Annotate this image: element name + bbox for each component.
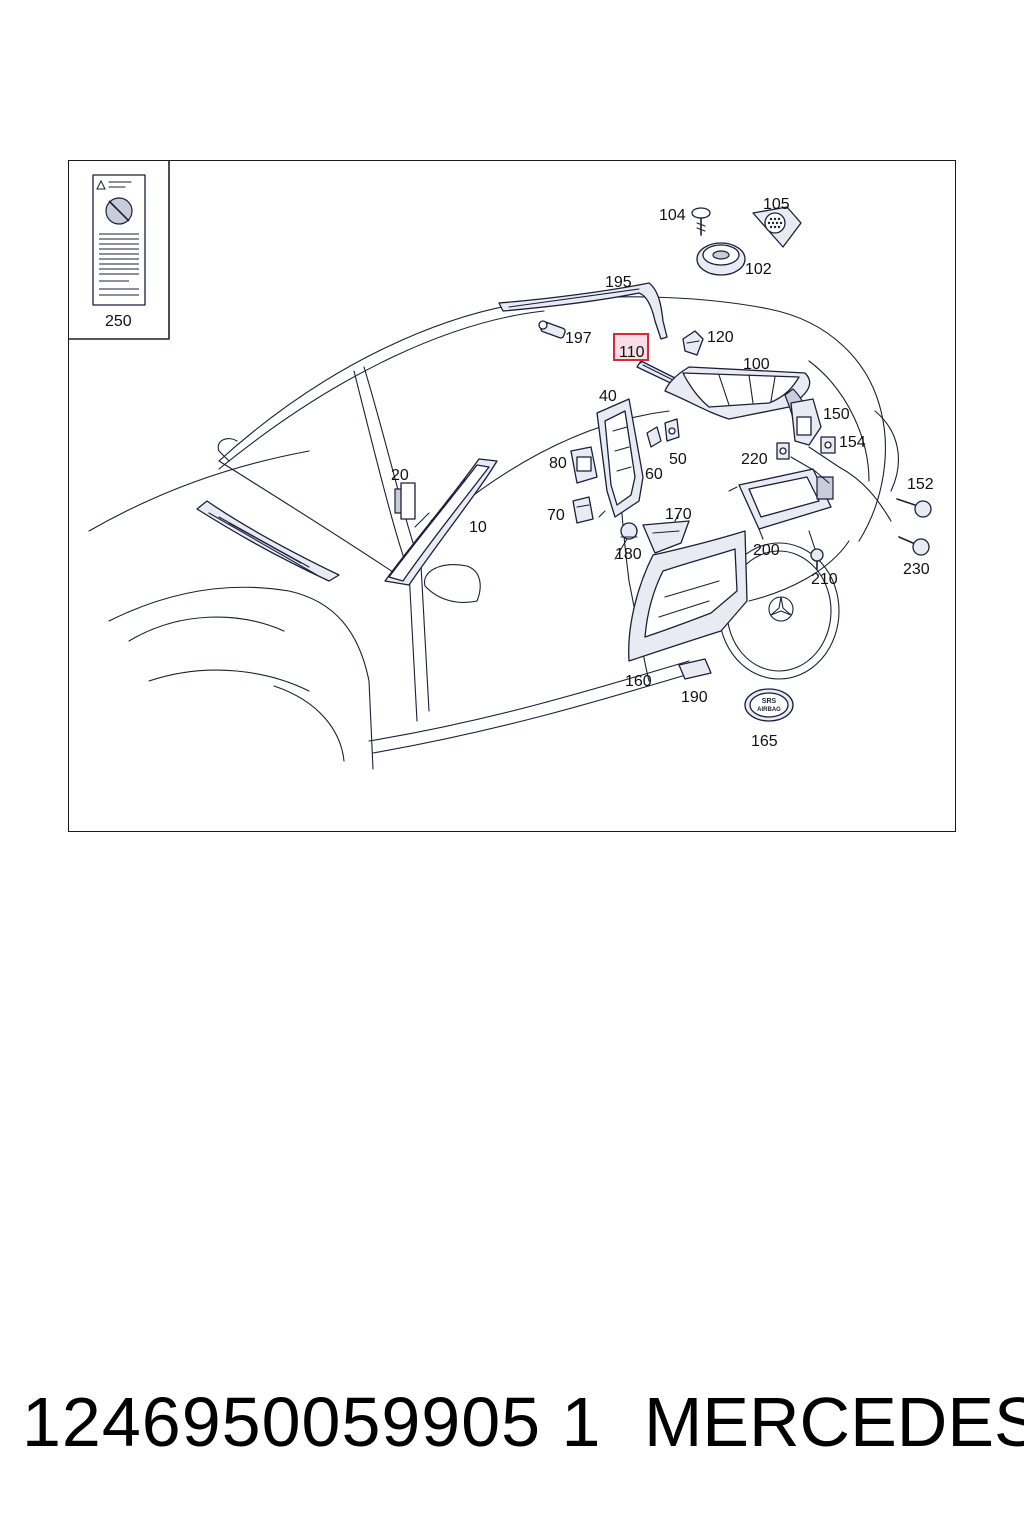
callout-120: 120 [707,329,734,346]
part-160-lower-trim [628,530,748,662]
part-70-clip [572,496,594,524]
callout-60: 60 [645,466,663,483]
part-120-clip [682,330,704,356]
callout-50: 50 [669,451,687,468]
car-body-outline [88,296,899,770]
callout-190: 190 [681,689,708,706]
part-10-a-pillar-trim [384,458,498,586]
callout-110: 110 [619,344,645,361]
callout-110-highlight [613,333,649,361]
callout-150: 150 [823,406,850,423]
part-200-control-unit [728,468,834,540]
wheel-star-emblem [768,596,794,622]
part-180-clip [620,522,638,540]
callout-102: 102 [745,261,772,278]
part-220-sensor [776,442,790,460]
callout-220: 220 [741,451,768,468]
part-197-clip [538,320,566,339]
part-105-speaker-grille [752,206,802,248]
footer-caption: 1246950059905 1 MERCEDES [0,1372,1024,1472]
part-210-plug [810,548,824,570]
part-154-nut [820,436,836,454]
callout-152: 152 [907,476,934,493]
part-20-bracket [394,482,416,520]
part-152-bolt [896,498,932,518]
part-100-rear-trim [664,366,811,420]
part-230-bolt [898,536,930,556]
callout-250: 250 [105,313,132,330]
callout-104: 104 [659,207,686,224]
part-60-clip [646,426,662,448]
inset-box-250 [69,161,170,340]
part-170-trim-cover [642,520,690,554]
callout-40: 40 [599,388,617,405]
callout-10: 10 [469,519,487,536]
callout-230: 230 [903,561,930,578]
leader-lines [414,348,892,560]
callout-70: 70 [547,507,565,524]
callout-210: 210 [811,571,838,588]
part-80-bracket [570,446,598,484]
diagram-canvas: SRS AIRBAG 104 [69,161,934,770]
badge-text-top: SRS [762,698,777,705]
part-50-clip [664,418,680,442]
part-165-airbag-badge: SRS AIRBAG [744,688,794,722]
callout-165: 165 [751,733,778,750]
callout-180: 180 [615,546,642,563]
callout-197: 197 [565,330,592,347]
badge-text-bottom: AIRBAG [757,707,781,713]
part-number-text: 1246950059905 1 [22,1383,602,1461]
parts-diagram: SRS AIRBAG 104 [68,160,956,832]
part-190-clip [678,658,712,680]
callout-20: 20 [391,467,409,484]
callout-105: 105 [763,196,790,213]
callout-160: 160 [625,673,652,690]
callout-200: 200 [753,542,780,559]
warning-label-sticker [92,174,146,306]
callout-100: 100 [743,356,770,373]
callout-labels: 104 105 102 195 197 120 110 100 40 150 1… [105,196,934,750]
callout-80: 80 [549,455,567,472]
part-150-trim-piece [790,398,822,446]
brand-text: MERCEDES [644,1383,1024,1461]
callout-195: 195 [605,274,632,291]
part-40-b-pillar-trim [596,398,644,518]
part-104-screw [691,207,711,236]
part-195-roof-trim [498,282,668,340]
part-102-speaker [696,242,746,276]
callout-170: 170 [665,506,692,523]
callout-154: 154 [839,434,866,451]
